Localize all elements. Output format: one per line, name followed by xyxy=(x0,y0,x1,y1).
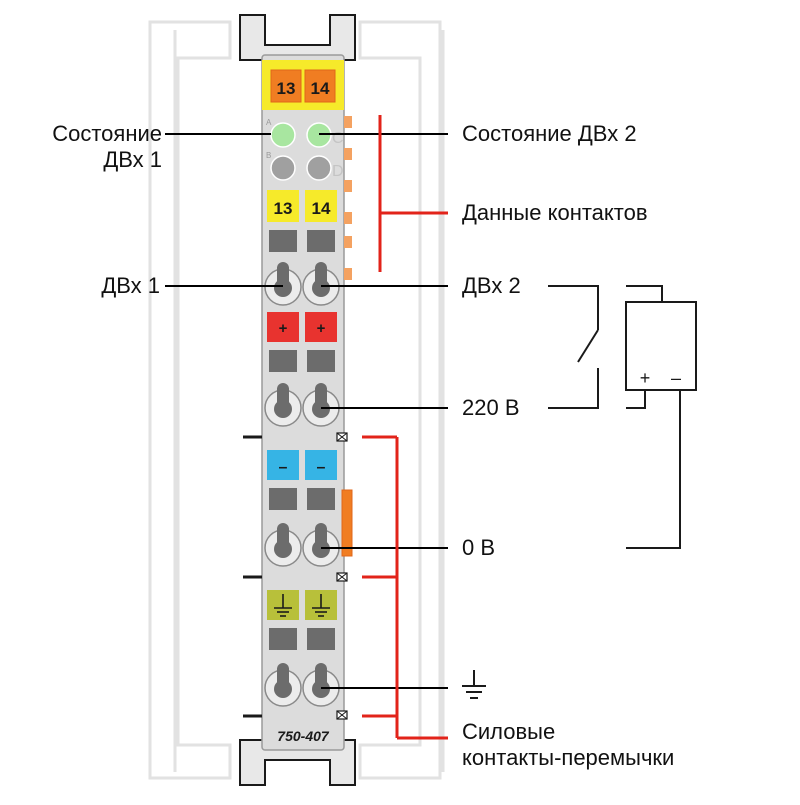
label-contact-data: Данные контактов xyxy=(462,200,648,225)
clamp-pe-left xyxy=(264,663,302,707)
model-number: 750-407 xyxy=(277,728,330,744)
voltage-source xyxy=(625,285,697,549)
power-jumper-bracket xyxy=(362,435,448,740)
switch-circuit xyxy=(548,285,599,409)
terminal-tag-14 xyxy=(304,69,336,103)
led-b xyxy=(270,155,296,181)
label-di1: ДВх 1 xyxy=(101,273,160,298)
release-slots-row3 xyxy=(269,488,335,510)
label-power-jumper-line2: контакты-перемычки xyxy=(462,745,675,770)
label-state-di1-line1: Состояние xyxy=(52,121,162,146)
source-box xyxy=(625,301,697,391)
led-letter-a: A xyxy=(266,118,272,127)
minus-marker-left xyxy=(267,450,299,480)
label-power-jumper-line1: Силовые xyxy=(462,719,556,744)
plus-marker-right xyxy=(305,312,337,342)
source-minus-label: – xyxy=(671,368,681,388)
label-state-di1: Состояние ДВх 1 xyxy=(20,121,162,173)
clamp-0v-left xyxy=(264,523,302,567)
plus-marker-left-label: + xyxy=(279,320,288,337)
source-plus-label: + xyxy=(640,368,651,388)
terminal-tag-14-label: 14 xyxy=(311,79,330,98)
data-contacts xyxy=(344,116,352,280)
terminal-tag-13 xyxy=(270,69,302,103)
minus-marker-left-label: – xyxy=(279,459,288,476)
contact-tag-14-label: 14 xyxy=(312,199,331,218)
earth-ground-icon xyxy=(462,670,486,699)
release-slots-row4 xyxy=(269,628,335,650)
minus-marker-right xyxy=(305,450,337,480)
contact-tag-13 xyxy=(267,190,299,222)
led-di1-status xyxy=(270,122,296,148)
top-clip xyxy=(239,14,356,61)
switch-contact xyxy=(577,329,599,363)
label-220v: 220 В xyxy=(462,395,520,420)
plus-marker-right-label: + xyxy=(317,320,326,337)
power-contact-x xyxy=(336,432,348,720)
label-di2: ДВх 2 xyxy=(462,273,521,298)
power-jumper-strip xyxy=(341,489,353,557)
minus-marker-right-label: – xyxy=(317,459,326,476)
label-power-jumper: Силовые контакты-перемычки xyxy=(462,719,674,771)
leader-lines xyxy=(165,133,448,689)
led-letter-b: B xyxy=(266,151,271,160)
terminal-tag-13-label: 13 xyxy=(277,79,296,98)
ground-marker-right-icon xyxy=(312,594,330,617)
plus-marker-left xyxy=(267,312,299,342)
led-letter-c: C xyxy=(332,130,344,147)
background-outline xyxy=(148,20,445,780)
ground-marker-left-icon xyxy=(274,594,292,617)
contact-tag-13-label: 13 xyxy=(274,199,293,218)
release-slots-row2 xyxy=(269,350,335,372)
label-state-di1-line2: ДВх 1 xyxy=(103,147,162,172)
left-ticks xyxy=(243,435,262,718)
clamp-220v-left xyxy=(264,383,302,427)
led-letter-d: D xyxy=(332,163,344,180)
contact-data-bracket xyxy=(378,115,448,272)
label-state-di2: Состояние ДВх 2 xyxy=(462,121,637,146)
contact-tag-14 xyxy=(305,190,337,222)
module-housing xyxy=(261,54,345,751)
release-slots-row1 xyxy=(269,230,335,252)
led-d xyxy=(306,155,332,181)
label-0v: 0 В xyxy=(462,535,496,560)
bottom-clip xyxy=(239,739,356,786)
